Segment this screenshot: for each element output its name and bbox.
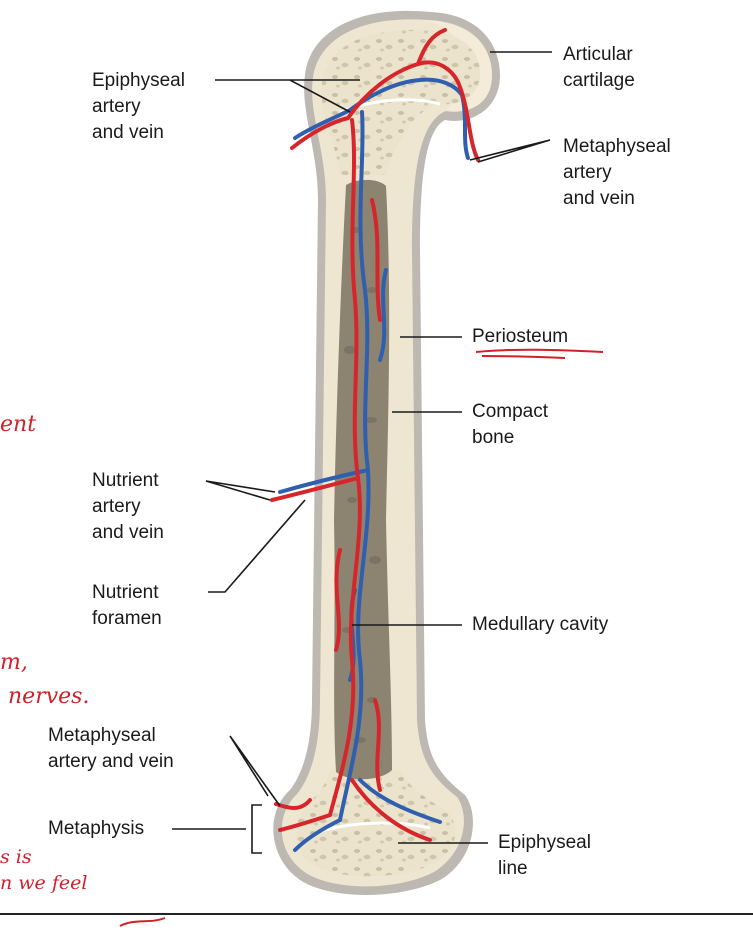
leader-metaphyseal-top (469, 139, 551, 163)
arteries (270, 28, 480, 842)
label-nutrient-foramen: Nutrient foramen (92, 582, 162, 629)
label-metaphyseal-artery-vein-top: Metaphyseal artery and vein (563, 136, 671, 209)
label-medullary-cavity: Medullary cavity (472, 614, 609, 635)
handwritten-scribble (119, 917, 166, 927)
label-metaphyseal-artery-vein-bottom: Metaphyseal artery and vein (48, 725, 174, 772)
leader-lines (172, 51, 552, 854)
label-epiphyseal-line: Epiphyseal line (498, 832, 591, 879)
label-nutrient-artery-vein: Nutrient artery and vein (92, 470, 164, 543)
periosteum-underline (475, 348, 604, 359)
label-metaphysis: Metaphysis (48, 818, 145, 839)
epiphyseal-line-distal (317, 821, 431, 834)
leader-metaphyseal-bottom (229, 735, 281, 807)
label-compact-bone: Compact bone (472, 401, 549, 448)
leader-nutrient-foramen (208, 499, 306, 593)
handwritten-note-3: nerves. (8, 684, 90, 709)
label-periosteum: Periosteum (472, 326, 569, 347)
handwritten-note-1: ent (0, 412, 37, 437)
label-epiphyseal-artery-vein: Epiphyseal artery and vein (92, 70, 185, 143)
leader-nutrient-artery-vein (205, 480, 276, 501)
handwritten-note-4: s is (0, 846, 32, 868)
leader-epiphyseal-artery-vein (215, 79, 360, 113)
handwritten-note-5: n we feel (0, 872, 88, 894)
label-articular-cartilage: Articular cartilage (563, 44, 635, 91)
leader-metaphysis (172, 804, 262, 854)
handwritten-note-2: m, (0, 650, 28, 675)
